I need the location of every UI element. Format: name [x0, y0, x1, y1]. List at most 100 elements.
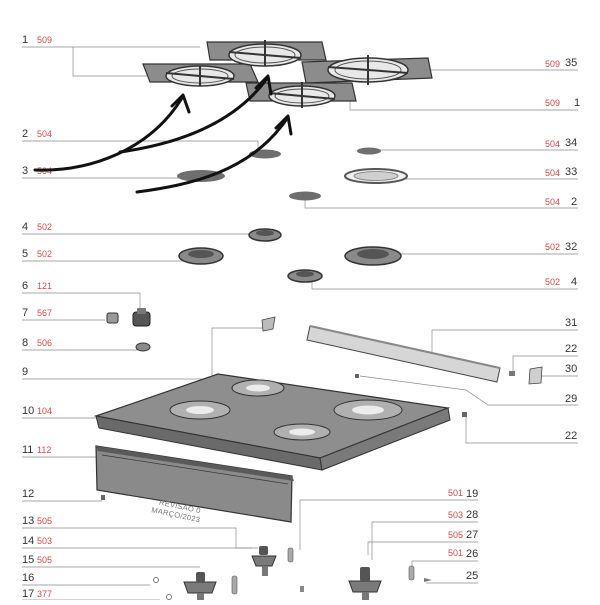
leader-line	[22, 327, 263, 380]
callout-number: 5	[22, 248, 28, 260]
part-code: 503	[448, 510, 463, 520]
clip-icon	[509, 371, 515, 376]
part-code: 567	[37, 308, 52, 318]
leader-line	[299, 499, 478, 550]
callout-number: 22	[565, 430, 577, 442]
part-code: 112	[37, 445, 51, 455]
callout-number: 1	[22, 34, 28, 46]
part-code: 505	[37, 516, 52, 526]
part-code: 502	[545, 277, 560, 287]
callout-number: 32	[565, 241, 577, 253]
rear-trim-icon	[306, 325, 501, 383]
cooktop-panel-icon	[93, 373, 451, 471]
leader-line	[22, 292, 141, 312]
callout-number: 19	[466, 488, 478, 500]
part-code: 377	[37, 589, 52, 599]
callout-number: 13	[22, 515, 34, 527]
burner-cap-icon	[177, 147, 408, 201]
injector-icon	[231, 547, 415, 595]
knob-icon	[132, 308, 151, 327]
leader-line	[359, 375, 578, 406]
callout-number: 2	[22, 128, 28, 140]
right-callouts: 509 35 509 1 504 34 504 33 504 2 502 32 …	[448, 57, 580, 582]
leader-line	[465, 414, 578, 444]
callout-number: 27	[466, 529, 478, 541]
callout-number: 30	[565, 363, 577, 375]
part-code: 504	[37, 129, 52, 139]
left-callouts: 1 509 2 504 3 504 4 502 5 502 6 121 7 56…	[22, 34, 52, 600]
part-code: 506	[37, 338, 52, 348]
part-code: 505	[37, 555, 52, 565]
part-code: 502	[545, 242, 560, 252]
leader-line	[371, 521, 478, 560]
burner-grate-icon	[206, 40, 327, 67]
callout-number: 25	[466, 570, 478, 582]
leader-line	[349, 95, 578, 111]
burner-grate-icon	[245, 82, 357, 108]
screw-icon	[101, 495, 105, 500]
callout-number: 26	[466, 548, 478, 560]
gas-valve-icon	[183, 572, 217, 600]
part-code: 509	[545, 59, 560, 69]
part-code: 501	[448, 488, 463, 498]
leader-line	[367, 541, 478, 555]
part-code: 121	[37, 281, 52, 291]
callout-number: 4	[571, 276, 577, 288]
callout-number: 11	[22, 444, 33, 456]
leader-line	[512, 355, 578, 371]
bracket-icon	[528, 366, 543, 385]
burner-grate-icon	[301, 55, 433, 85]
callout-number: 7	[22, 307, 28, 319]
screw-icon	[355, 374, 359, 378]
callout-number: 10	[22, 405, 34, 417]
callout-number: 33	[565, 166, 577, 178]
leader-line	[304, 198, 578, 209]
part-code: 504	[545, 197, 560, 207]
callout-number: 15	[22, 554, 34, 566]
gas-valve-icon	[348, 567, 382, 600]
leader-line	[411, 560, 478, 568]
part-code: 509	[37, 35, 52, 45]
callout-number: 3	[22, 165, 28, 177]
curved-arrow-icon	[135, 114, 293, 194]
callout-number: 31	[565, 317, 577, 329]
control-panel-icon	[95, 445, 294, 523]
trim-ring-icon	[135, 342, 151, 352]
part-code: 502	[37, 222, 52, 232]
leader-line	[22, 140, 259, 150]
callout-number: 29	[565, 393, 577, 405]
callout-number: 12	[22, 488, 34, 500]
screw-icon	[462, 412, 467, 417]
spacer-icon	[106, 312, 119, 324]
part-code: 503	[37, 536, 52, 546]
callout-number: 35	[565, 57, 577, 69]
leader-line	[22, 46, 200, 77]
part-code: 509	[545, 98, 560, 108]
part-code: 504	[545, 168, 560, 178]
callout-number: 16	[22, 572, 34, 584]
callout-number: 14	[22, 535, 34, 547]
curved-arrow-icon	[33, 93, 191, 172]
part-code: 501	[448, 548, 463, 558]
callout-number: 2	[571, 196, 577, 208]
callout-number: 6	[22, 280, 28, 292]
leader-line	[431, 329, 578, 352]
callout-number: 4	[22, 221, 28, 233]
callout-number: 28	[466, 509, 478, 521]
part-code: 502	[37, 249, 52, 259]
burner-grate-icon	[142, 63, 259, 87]
callout-number: 1	[574, 97, 580, 109]
callout-number: 8	[22, 337, 28, 349]
leader-line	[311, 280, 578, 290]
part-code: 504	[545, 139, 560, 149]
burner-head-icon	[178, 228, 402, 283]
callout-number: 22	[565, 343, 577, 355]
leader-lines	[22, 46, 578, 601]
gas-valve-icon	[251, 546, 277, 576]
part-code: 104	[37, 406, 52, 416]
part-code: 505	[448, 530, 463, 540]
callout-number: 34	[565, 137, 577, 149]
callout-number: 9	[22, 366, 28, 378]
